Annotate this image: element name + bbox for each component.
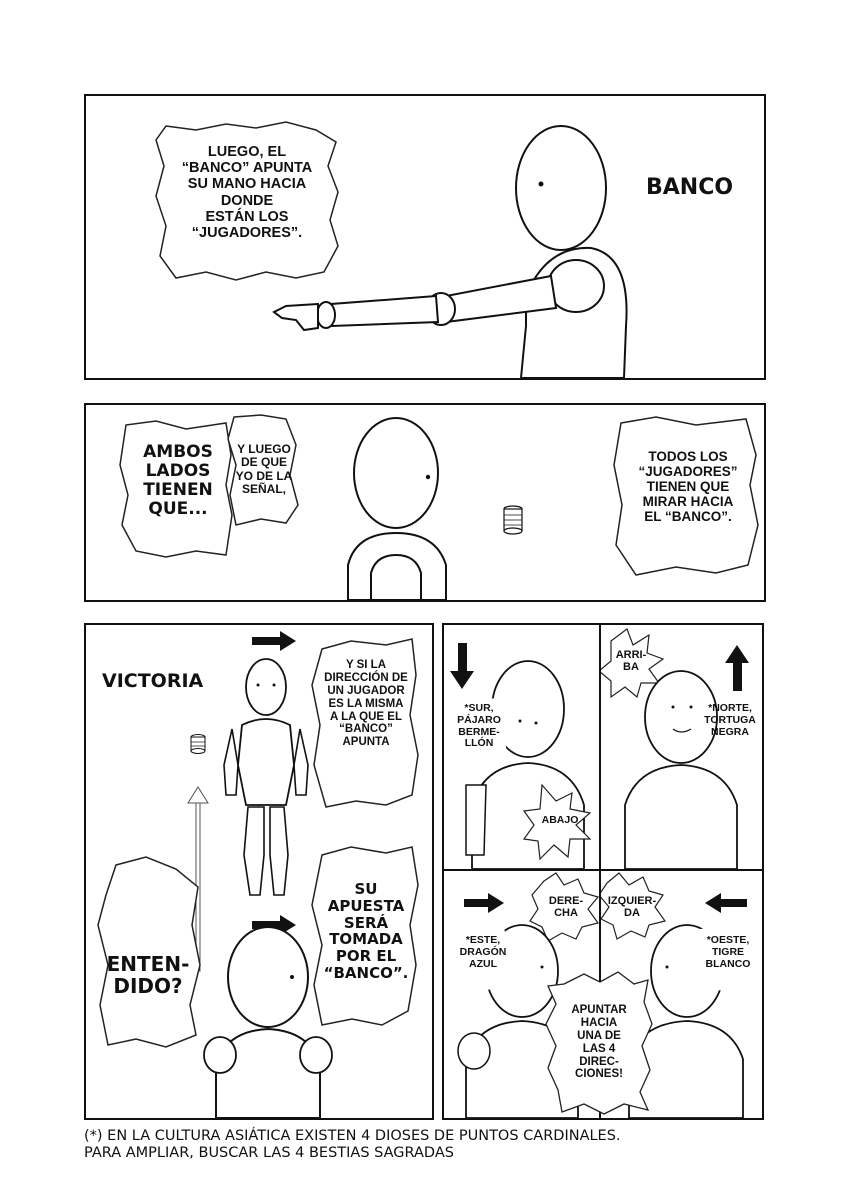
panel-3-bottom-text: SU APUESTA SERÁ TOMADA POR EL “BANCO”. <box>323 880 409 982</box>
panel-3-left-text: ENTEN- DIDO? <box>106 952 190 999</box>
panel-3: VICTORIA Y SI LA DIRECCIÓN DE UN JUGADOR… <box>84 623 434 1120</box>
speech-bubble-middle <box>227 414 299 526</box>
speech-bubble-left <box>119 420 233 558</box>
center-burst-text: APUNTAR HACIA UNA DE LAS 4 DIREC- CIONES… <box>571 1004 627 1081</box>
burst-izquierda <box>601 872 667 940</box>
panel-5-note: *NORTE, TORTUGA NEGRA <box>704 702 756 738</box>
victoria-label: VICTORIA <box>102 670 204 692</box>
coin-stack-icon <box>190 734 206 754</box>
panel-1-bubble-text: LUEGO, EL “BANCO” APUNTA SU MANO HACIA D… <box>181 144 313 242</box>
arrow-right-icon <box>464 893 504 913</box>
panel-4: *SUR, PÁJARO BERME- LLÓN ABAJO <box>442 623 601 871</box>
panel-7-art <box>601 872 759 1118</box>
note-bubble <box>458 925 508 991</box>
arrow-right-icon <box>252 631 296 651</box>
center-burst <box>545 971 653 1115</box>
arrow-up-icon <box>725 645 749 691</box>
panel-5: ARRI- BA *NORTE, TORTUGA NEGRA <box>599 623 764 871</box>
speech-bubble-right <box>613 416 759 576</box>
panel-2-right-text: TODOS LOS “JUGADORES” TIENEN QUE MIRAR H… <box>638 449 738 525</box>
footnote-line-1: (*) EN LA CULTURA ASIÁTICA EXISTEN 4 DIO… <box>84 1128 621 1144</box>
arrow-down-icon <box>450 643 474 689</box>
arrow-left-icon <box>705 893 747 913</box>
banco-label: BANCO <box>646 175 734 200</box>
footnote: (*) EN LA CULTURA ASIÁTICA EXISTEN 4 DIO… <box>84 1128 804 1163</box>
panel-7-note: *OESTE, TIGRE BLANCO <box>705 934 751 970</box>
figure-body <box>347 531 447 600</box>
speech-bubble-top <box>311 638 419 808</box>
panel-2-left-text: AMBOS LADOS TIENEN QUE... <box>143 442 213 520</box>
panel-3-art <box>97 631 419 1118</box>
panel-2: AMBOS LADOS TIENEN QUE... Y LUEGO DE QUE… <box>84 403 766 602</box>
speech-bubble-left <box>97 856 201 1048</box>
speech-bubble-1 <box>155 121 339 281</box>
panel-6-note: *ESTE, DRAGÓN AZUL <box>459 934 507 970</box>
coin-stack-icon <box>503 505 523 535</box>
panel-6-art <box>457 872 599 1118</box>
note-bubble <box>697 927 759 991</box>
panel-2-middle-text: Y LUEGO DE QUE YO DE LA SEÑAL, <box>235 442 293 497</box>
figure-head <box>353 417 439 529</box>
abajo-burst-text: ABAJO <box>541 814 579 826</box>
panel-4-note: *SUR, PÁJARO BERME- LLÓN <box>457 702 501 750</box>
banco-figure-head <box>515 125 607 251</box>
derecha-burst-text: DERE- CHA <box>548 895 584 920</box>
burst-abajo <box>522 783 592 861</box>
note-bubble <box>446 697 510 767</box>
panel-1-art <box>155 121 628 378</box>
izquierda-burst-text: IZQUIER- DA <box>607 895 657 920</box>
figure-head <box>644 670 718 764</box>
panel-3-top-text: Y SI LA DIRECCIÓN DE UN JUGADOR ES LA MI… <box>324 659 408 749</box>
banco-figure-hand <box>272 302 319 332</box>
arriba-burst-text: ARRI- BA <box>615 649 647 674</box>
panel-4-art <box>446 643 592 869</box>
burst-arriba <box>601 628 665 699</box>
panel-5-art <box>601 628 749 869</box>
bottom-figure-head <box>227 926 309 1028</box>
panel-2-art <box>119 414 759 600</box>
speech-bubble-bottom <box>311 846 419 1026</box>
standing-figure-body <box>237 718 295 806</box>
burst-derecha <box>529 872 599 942</box>
standing-figure-head <box>245 658 287 716</box>
panel-1: LUEGO, EL “BANCO” APUNTA SU MANO HACIA D… <box>84 94 766 380</box>
footnote-line-2: PARA AMPLIAR, BUSCAR LAS 4 BESTIAS SAGRA… <box>84 1145 454 1162</box>
